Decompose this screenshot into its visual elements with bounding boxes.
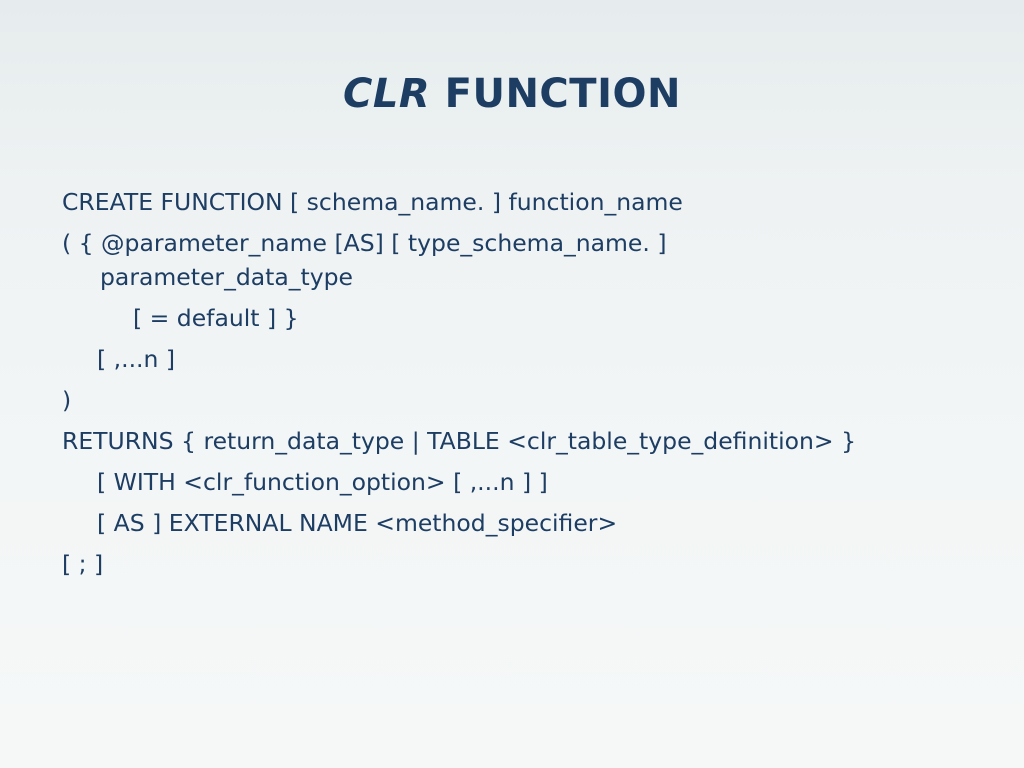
syntax-line-2: ( { @parameter_name [AS] [ type_schema_n… xyxy=(62,229,667,257)
syntax-line-6: ) xyxy=(62,386,72,414)
syntax-line-8: [ WITH <clr_function_option> [ ,...n ] ] xyxy=(97,468,548,496)
title-function: FUNCTION xyxy=(444,71,681,117)
syntax-line-4: [ = default ] } xyxy=(133,304,299,332)
syntax-line-1: CREATE FUNCTION [ schema_name. ] functio… xyxy=(62,188,683,216)
syntax-line-9: [ AS ] EXTERNAL NAME <method_specifier> xyxy=(97,509,618,537)
title-clr: CLR xyxy=(343,71,431,117)
syntax-line-7: RETURNS { return_data_type | TABLE <clr_… xyxy=(62,427,857,455)
syntax-line-3: parameter_data_type xyxy=(100,263,353,291)
slide-title: CLR FUNCTION xyxy=(0,66,1024,122)
syntax-line-10: [ ; ] xyxy=(62,550,104,578)
syntax-line-5: [ ,...n ] xyxy=(97,345,176,373)
